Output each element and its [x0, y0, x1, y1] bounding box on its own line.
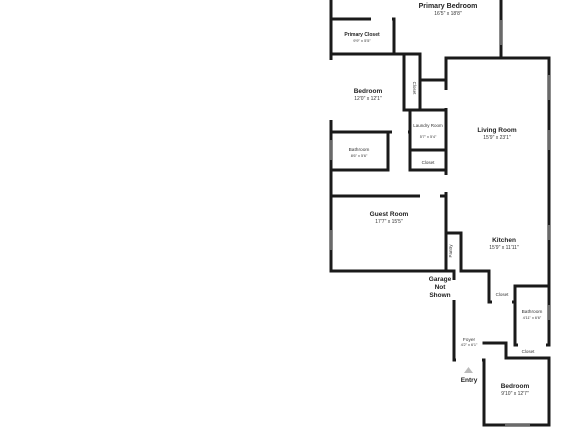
- bedroom-2-closet-name: Closet: [522, 349, 536, 354]
- bedroom-1-closet-name: Closet: [412, 82, 417, 96]
- bedroom-2-dims: 9'10" x 12'7": [501, 391, 529, 397]
- wall-kitchen-bottom: [459, 269, 551, 347]
- laundry-dims: 5'7" x 5'4": [420, 135, 437, 139]
- door-openings: [329, 17, 546, 362]
- wall-living-outer: [444, 56, 551, 272]
- guest-room-dims: 17'7" x 15'5": [375, 219, 403, 225]
- room-labels: Primary Bedroom 16'5" x 18'8" Primary Cl…: [344, 3, 542, 397]
- bathroom-2-dims: 4'11" x 6'6": [523, 316, 542, 320]
- wall-bath1: [329, 130, 390, 172]
- wall-laundry: [408, 108, 448, 172]
- laundry-name: Laundry Room: [413, 123, 443, 128]
- wall-primary-closet: [329, 17, 396, 56]
- pantry-name: Pantry: [448, 244, 453, 258]
- entry-arrow-icon: [464, 367, 473, 373]
- outside-labels: Garage Not Shown Entry: [429, 276, 478, 384]
- wall-pantry: [444, 231, 463, 273]
- windows: [330, 20, 550, 426]
- bedroom-1-name: Bedroom: [354, 88, 383, 95]
- bathroom-2-name: Bathroom: [522, 309, 543, 315]
- wall-left-wing: [329, 0, 456, 362]
- kitchen-name: Kitchen: [492, 237, 516, 244]
- bathroom-1-name: Bathroom: [349, 147, 370, 153]
- laundry-closet-name: Closet: [422, 160, 436, 165]
- garage-label-line1: Garage: [429, 276, 452, 283]
- primary-bedroom-dims: 16'5" x 18'8": [434, 11, 462, 17]
- kitchen-dims: 15'9" x 11'11": [489, 245, 519, 251]
- primary-bedroom-name: Primary Bedroom: [419, 3, 478, 10]
- garage-label-line3: Shown: [429, 292, 450, 299]
- wall-bed2-closet: [504, 343, 551, 427]
- foyer-name: Foyer: [463, 337, 476, 343]
- primary-closet-dims: 9'9" x 5'5": [353, 38, 371, 43]
- garage-label-line2: Not: [435, 284, 447, 291]
- walls: [329, 0, 551, 427]
- living-room-dims: 15'9" x 23'1": [483, 135, 511, 141]
- living-room-name: Living Room: [477, 127, 517, 134]
- foyer-dims: 4'2" x 6'1": [461, 343, 478, 347]
- wall-bath2: [513, 300, 551, 347]
- entry-label: Entry: [461, 377, 478, 384]
- wall-primary-bottom: [329, 52, 448, 82]
- bathroom-1-dims: 8'6" x 5'6": [351, 154, 368, 158]
- primary-closet-name: Primary Closet: [344, 32, 380, 38]
- wall-bed2-top: [482, 341, 508, 347]
- bathroom-2-closet-name: Closet: [496, 292, 510, 297]
- bedroom-1-dims: 12'0" x 12'1": [354, 96, 382, 102]
- guest-room-name: Guest Room: [370, 211, 409, 218]
- bedroom-2-name: Bedroom: [501, 383, 530, 390]
